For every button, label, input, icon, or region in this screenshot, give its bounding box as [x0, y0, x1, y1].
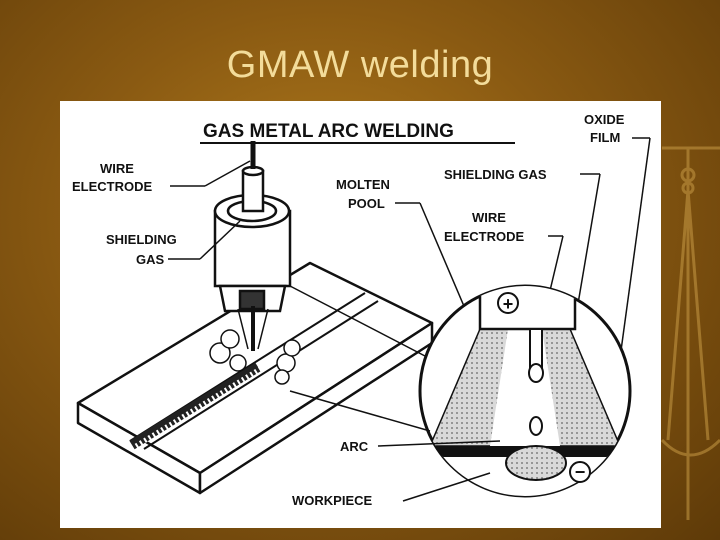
label-arc: ARC	[340, 439, 369, 454]
label-electrode-2: ELECTRODE	[444, 229, 525, 244]
label-molten: MOLTEN	[336, 177, 390, 192]
label-workpiece: WORKPIECE	[292, 493, 373, 508]
label-electrode: ELECTRODE	[72, 179, 153, 194]
label-gas: GAS	[136, 252, 165, 267]
gmaw-diagram: GAS METAL ARC WELDING	[60, 101, 661, 528]
label-oxide: OXIDE	[584, 112, 625, 127]
label-wire: WIRE	[100, 161, 134, 176]
slide-title: GMAW welding	[226, 44, 494, 86]
welding-gun	[213, 141, 292, 351]
label-shielding-gas: SHIELDING GAS	[444, 167, 547, 182]
diagram-heading: GAS METAL ARC WELDING	[203, 121, 454, 142]
weld-bead	[129, 362, 262, 450]
magnified-detail: + −	[289, 284, 632, 498]
label-pool: POOL	[348, 196, 385, 211]
negative-symbol: −	[575, 462, 586, 482]
label-shielding: SHIELDING	[106, 232, 177, 247]
positive-symbol: +	[503, 294, 514, 314]
label-film: FILM	[590, 130, 620, 145]
shielding-gas-cloud	[209, 329, 301, 385]
label-wire-2: WIRE	[472, 210, 506, 225]
